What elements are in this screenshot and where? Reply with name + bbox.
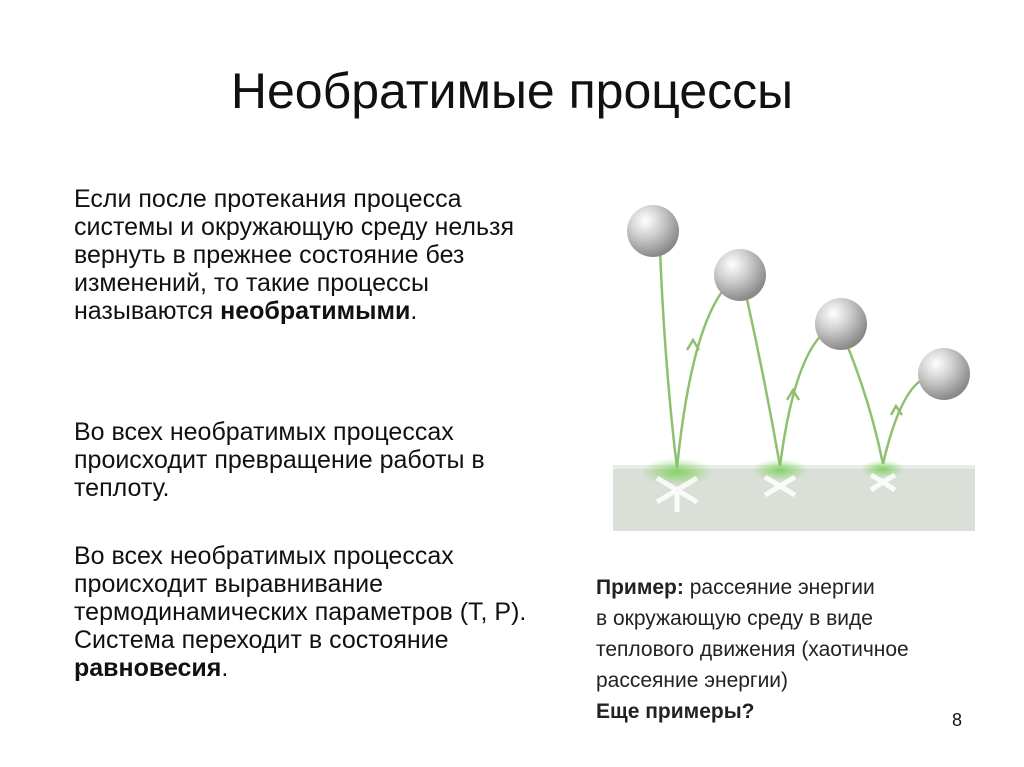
ball-2 — [714, 249, 766, 301]
example-line-4: рассеяние энергии) — [596, 669, 789, 692]
bouncing-ball-illustration — [613, 205, 975, 531]
equilibrium-term: равновесия — [74, 654, 222, 682]
paragraph-equilibrium: Во всех необратимых процессах происходит… — [74, 542, 544, 682]
trail-arrowheads — [685, 337, 904, 416]
example-line-2: в окружающую среду в виде — [596, 607, 873, 630]
more-examples: Еще примеры? — [596, 700, 755, 723]
ball-1 — [627, 205, 679, 257]
bounce-trails — [658, 249, 926, 469]
definition-text: Если после протекания процесса системы и… — [74, 185, 515, 325]
paragraph-definition: Если после протекания процесса системы и… — [74, 185, 544, 325]
example-line-3: теплового движения (хаотичное — [596, 638, 909, 661]
example-text-1: рассеяние энергии — [683, 576, 875, 599]
dissipation-arrows — [655, 472, 897, 512]
equilibrium-text: Во всех необратимых процессах происходит… — [74, 542, 527, 654]
equilibrium-end: . — [221, 654, 229, 682]
ball-3 — [815, 298, 867, 350]
example-block: Пример: рассеяние энергии в окружающую с… — [596, 572, 996, 727]
definition-term: необратимыми — [220, 297, 411, 325]
ball-4 — [918, 348, 970, 400]
example-line-1: Пример: рассеяние энергии — [596, 572, 996, 603]
paragraph-work-to-heat: Во всех необратимых процессах происходит… — [74, 418, 485, 502]
definition-end: . — [410, 297, 418, 325]
page-number: 8 — [952, 710, 963, 730]
example-label: Пример: — [596, 576, 684, 599]
slide-title: Необратимые процессы — [230, 63, 794, 119]
